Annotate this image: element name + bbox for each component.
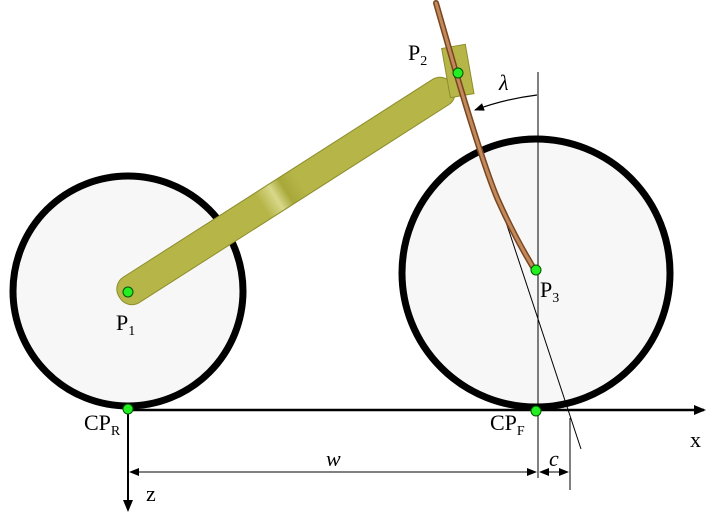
label-p1: P1 <box>116 310 135 339</box>
label-x-axis: x <box>690 427 701 452</box>
point-p3 <box>530 264 542 276</box>
label-cpr: CPR <box>84 410 121 439</box>
label-z-axis: z <box>146 481 156 506</box>
label-lambda: λ <box>498 70 509 95</box>
point-cpf <box>530 405 542 417</box>
steering-angle-arc <box>474 94 538 111</box>
point-p2 <box>452 67 464 79</box>
label-c: c <box>549 446 559 471</box>
label-p3: P3 <box>540 277 559 306</box>
label-p2: P2 <box>408 40 427 69</box>
front-fork-highlight <box>434 1 538 274</box>
label-w: w <box>326 446 341 471</box>
point-p1 <box>122 286 134 298</box>
label-cpf: CPF <box>490 410 525 439</box>
point-cpr <box>122 403 134 415</box>
